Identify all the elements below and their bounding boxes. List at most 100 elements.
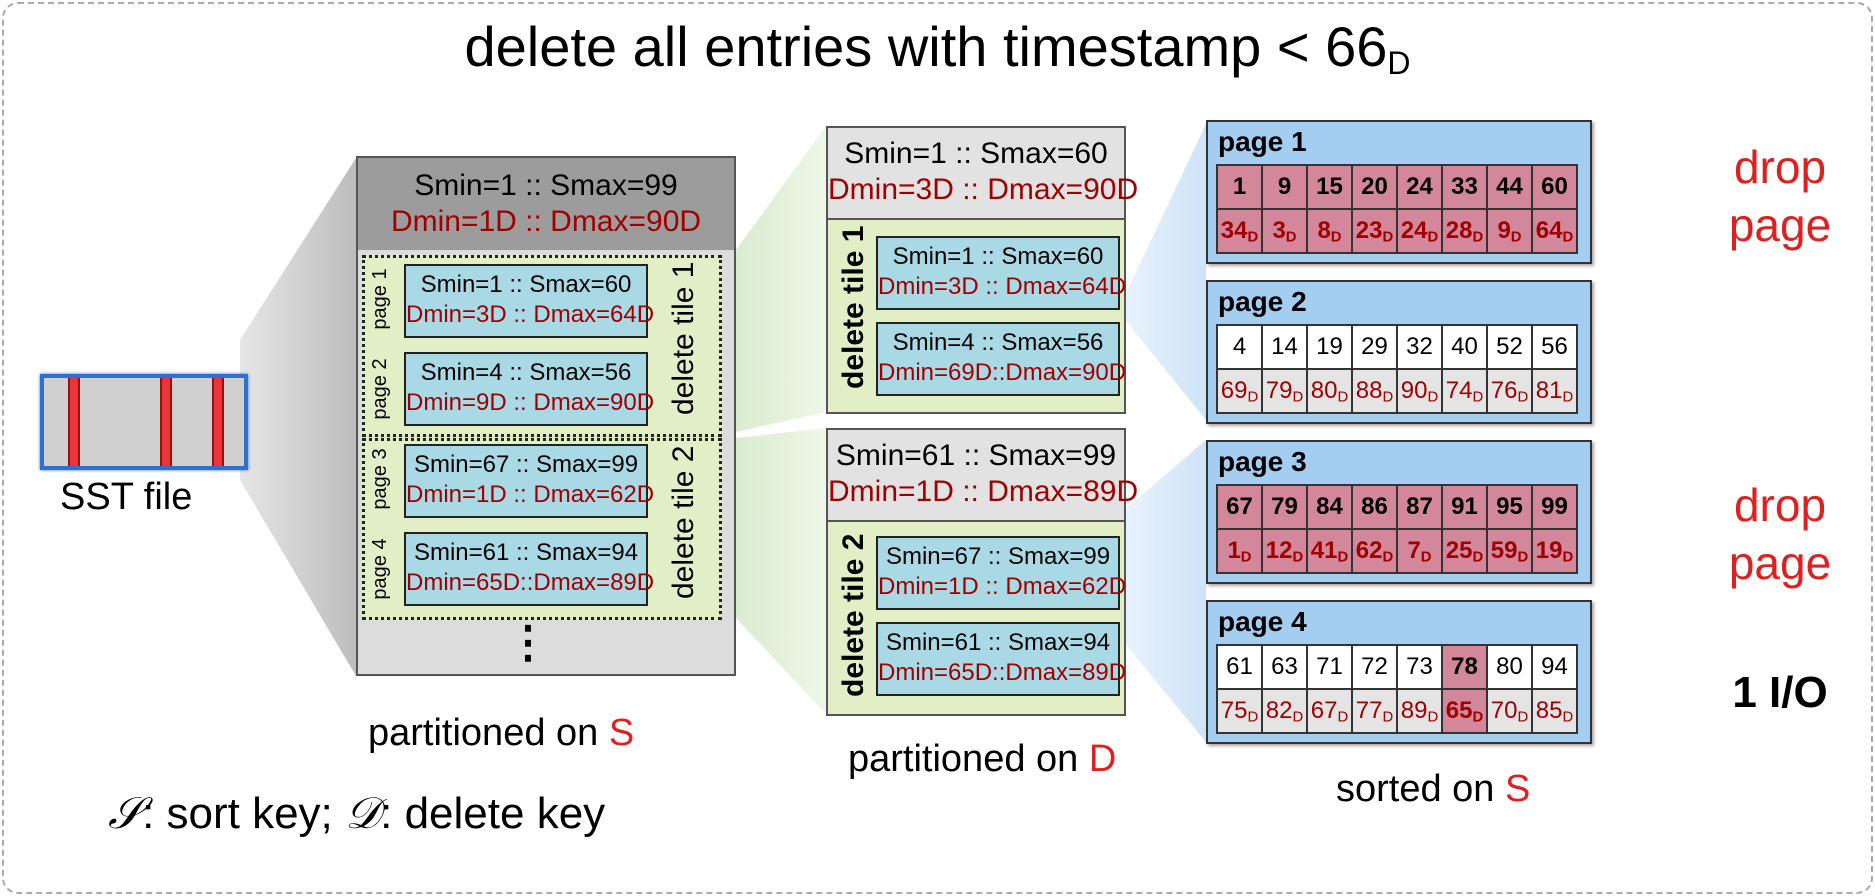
tile-s-range: Smin=1 :: Smax=60 <box>844 137 1108 170</box>
delete-key-subscript: D <box>1562 549 1574 566</box>
tile-d-range: Dmin=1D :: Dmax=89D <box>828 475 1139 508</box>
note-line: page <box>1728 199 1832 251</box>
middle-page: Smin=1 :: Smax=60 Dmin=3D :: Dmax=64D <box>876 236 1127 310</box>
delete-key-subscript: D <box>1510 229 1522 246</box>
sst-file-icon <box>40 374 248 470</box>
sort-key-cell: 80 <box>1486 644 1533 690</box>
delete-key-cell: 1D <box>1216 528 1263 574</box>
sort-key-cell: 14 <box>1261 324 1308 370</box>
delete-key-value: 90 <box>1400 376 1428 404</box>
diagram-title: delete all entries with timestamp < 66D <box>464 15 1411 81</box>
caption-key: S <box>1505 768 1531 810</box>
delete-key-cell: 65D <box>1441 688 1488 734</box>
sort-key-cell: 29 <box>1351 324 1398 370</box>
delete-key-symbol: 𝒟 <box>345 788 381 839</box>
delete-key-subscript: D <box>1292 389 1304 406</box>
delete-key-value: 79 <box>1265 376 1293 404</box>
delete-key-subscript: D <box>1472 389 1484 406</box>
delete-key-cell: 82D <box>1261 688 1308 734</box>
delete-key-cell: 90D <box>1396 368 1443 414</box>
delete-key-subscript: D <box>1562 389 1574 406</box>
delete-key-subscript: D <box>1472 229 1484 246</box>
tile2-zoom-fan <box>736 428 826 714</box>
sort-key-cell: 71 <box>1306 644 1353 690</box>
delete-key-subscript: D <box>1420 549 1432 566</box>
sort-key-cell: 9 <box>1261 164 1308 210</box>
note-line: drop <box>1733 479 1827 531</box>
ellipsis: ⋮ <box>506 618 550 667</box>
sort-key-cell: 32 <box>1396 324 1443 370</box>
tile2-page-fan <box>1122 440 1206 742</box>
sort-key-cell: 20 <box>1351 164 1398 210</box>
page-d-range: Dmin=65D::Dmax=89D <box>406 569 655 596</box>
middle-delete-tile-1: Smin=1 :: Smax=60 Dmin=3D :: Dmax=90D Sm… <box>826 126 1138 414</box>
delete-key-subscript: D <box>1427 389 1439 406</box>
delete-key-subscript: D <box>1247 389 1259 406</box>
delete-key-cell: 75D <box>1216 688 1263 734</box>
sst-file-label: SST file <box>60 476 193 518</box>
file-page-2: Smin=4 :: Smax=56 Dmin=9D :: Dmax=90D <box>404 352 654 426</box>
delete-key-value: 12 <box>1265 536 1293 564</box>
tile-header: Smin=1 :: Smax=60 Dmin=3D :: Dmax=90D <box>828 128 1138 220</box>
delete-key-value: 62 <box>1355 536 1383 564</box>
middle-delete-tile-2: Smin=61 :: Smax=99 Dmin=1D :: Dmax=89D S… <box>826 428 1139 716</box>
sort-key-cell: 24 <box>1396 164 1443 210</box>
sort-key-cell: 72 <box>1351 644 1398 690</box>
page-s-range: Smin=4 :: Smax=56 <box>892 329 1104 356</box>
delete-key-value: 19 <box>1535 536 1563 564</box>
middle-page: Smin=67 :: Smax=99 Dmin=1D :: Dmax=62D <box>876 536 1126 610</box>
delete-key-subscript: D <box>1330 229 1342 246</box>
delete-key-cell: 70D <box>1486 688 1533 734</box>
delete-key-value: 64 <box>1535 216 1563 244</box>
delete-key-value: 69 <box>1220 376 1248 404</box>
sort-key-cell: 44 <box>1486 164 1533 210</box>
file-page-1: Smin=1 :: Smax=60 Dmin=3D :: Dmax=64D <box>404 264 654 338</box>
sort-key-cell: 94 <box>1531 644 1578 690</box>
file-header-s-range: Smin=1 :: Smax=99 <box>414 169 678 202</box>
page-d-range: Dmin=1D :: Dmax=62D <box>406 481 655 508</box>
page-title: page 3 <box>1218 446 1307 477</box>
sort-key-cell: 78 <box>1441 644 1488 690</box>
middle-page: Smin=61 :: Smax=94 Dmin=65D::Dmax=89D <box>876 622 1126 696</box>
delete-key-value: 74 <box>1445 376 1473 404</box>
delete-key-value: 85 <box>1535 696 1563 724</box>
delete-key-value: 25 <box>1445 536 1473 564</box>
sort-key-cell: 67 <box>1216 484 1263 530</box>
delete-key-subscript: D <box>1517 549 1529 566</box>
page-title: page 4 <box>1218 606 1307 637</box>
page-s-range: Smin=67 :: Smax=99 <box>885 543 1111 570</box>
caption-text: partitioned on <box>368 712 609 754</box>
sst-zoom-fan <box>240 158 356 676</box>
delete-key-value: 3 <box>1272 216 1286 244</box>
sort-key-cell: 1 <box>1216 164 1263 210</box>
delete-key-cell: 89D <box>1396 688 1443 734</box>
sort-key-cell: 79 <box>1261 484 1308 530</box>
tile-header: Smin=61 :: Smax=99 Dmin=1D :: Dmax=89D <box>828 430 1139 522</box>
delete-key-subscript: D <box>1285 229 1297 246</box>
delete-key-cell: 24D <box>1396 208 1443 254</box>
page-d-range: Dmin=3D :: Dmax=64D <box>878 273 1127 300</box>
sort-key-cell: 52 <box>1486 324 1533 370</box>
caption-key: D <box>1088 738 1117 780</box>
delete-key-cell: 3D <box>1261 208 1308 254</box>
delete-key-subscript: D <box>1472 549 1484 566</box>
tile1-zoom-fan <box>736 126 826 432</box>
delete-key-value: 88 <box>1355 376 1383 404</box>
sst-highlight-bar <box>68 378 80 466</box>
file-tile-label: delete tile 2 <box>667 445 700 599</box>
page-s-range: Smin=4 :: Smax=56 <box>420 359 632 386</box>
sort-key-cell: 73 <box>1396 644 1443 690</box>
delete-key-subscript: D <box>1247 229 1259 246</box>
delete-key-subscript: D <box>1247 709 1259 726</box>
